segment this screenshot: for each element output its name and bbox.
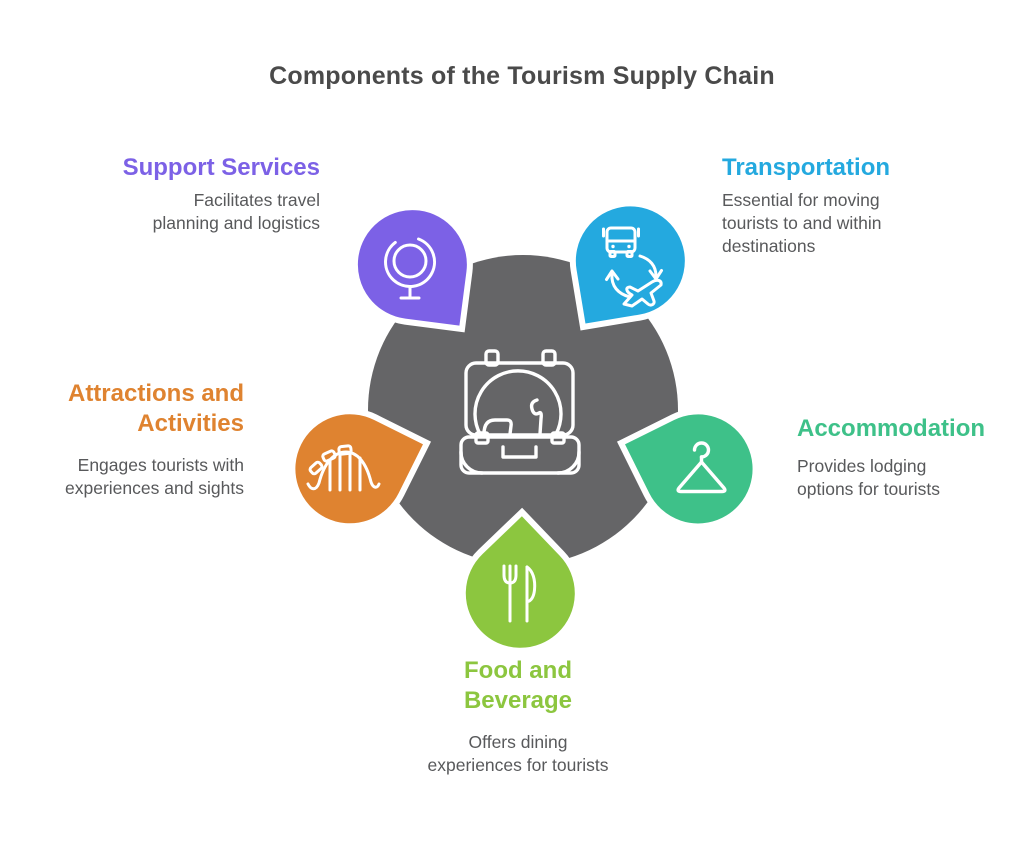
segment-label-attractions-and-activities: Attractions and Activities (67, 380, 244, 437)
petal-transportation (569, 200, 691, 331)
segment-description-food-and-beverage: Offers dining experiences for tourists (427, 732, 609, 775)
bus-plane-icon (602, 226, 663, 308)
segment-food-and-beverage: Food and Beverage Offers dining experien… (368, 656, 668, 777)
segment-label-transportation: Transportation (722, 154, 891, 181)
segment-description-accommodation: Provides lodging options for tourists (797, 456, 940, 499)
cycle-arrow-left-head (605, 269, 620, 281)
plane-icon (622, 278, 663, 308)
petal-food-and-beverage (459, 507, 581, 654)
segment-description-transportation: Essential for moving tourists to and wit… (722, 190, 882, 256)
hanger-icon (676, 441, 727, 494)
segment-label-accommodation: Accommodation (797, 415, 986, 442)
petal-accommodation (616, 408, 759, 530)
suitcase-globe-icon (459, 349, 581, 475)
petal-support-services (351, 204, 473, 333)
segment-support-services: Support Services Facilitates travel plan… (56, 153, 320, 235)
segment-description-attractions-and-activities: Engages tourists with experiences and si… (65, 455, 244, 498)
roller-coaster-icon (306, 444, 381, 492)
segment-description-support-services: Facilitates travel planning and logistic… (152, 190, 320, 233)
segment-label-support-services: Support Services (122, 154, 320, 181)
segment-accommodation: Accommodation Provides lodging options f… (797, 414, 1024, 501)
page-title: Components of the Tourism Supply Chain (269, 62, 775, 90)
globe-icon (384, 237, 436, 300)
fork-knife-icon (502, 564, 537, 623)
segment-transportation: Transportation Essential for moving tour… (722, 153, 972, 258)
cycle-arrow-left (610, 272, 632, 299)
center-hub-circle (368, 255, 678, 565)
cycle-arrow-right (638, 254, 658, 278)
segment-attractions-and-activities: Attractions and Activities Engages touri… (14, 379, 244, 500)
segment-label-food-and-beverage: Food and Beverage (463, 657, 573, 714)
